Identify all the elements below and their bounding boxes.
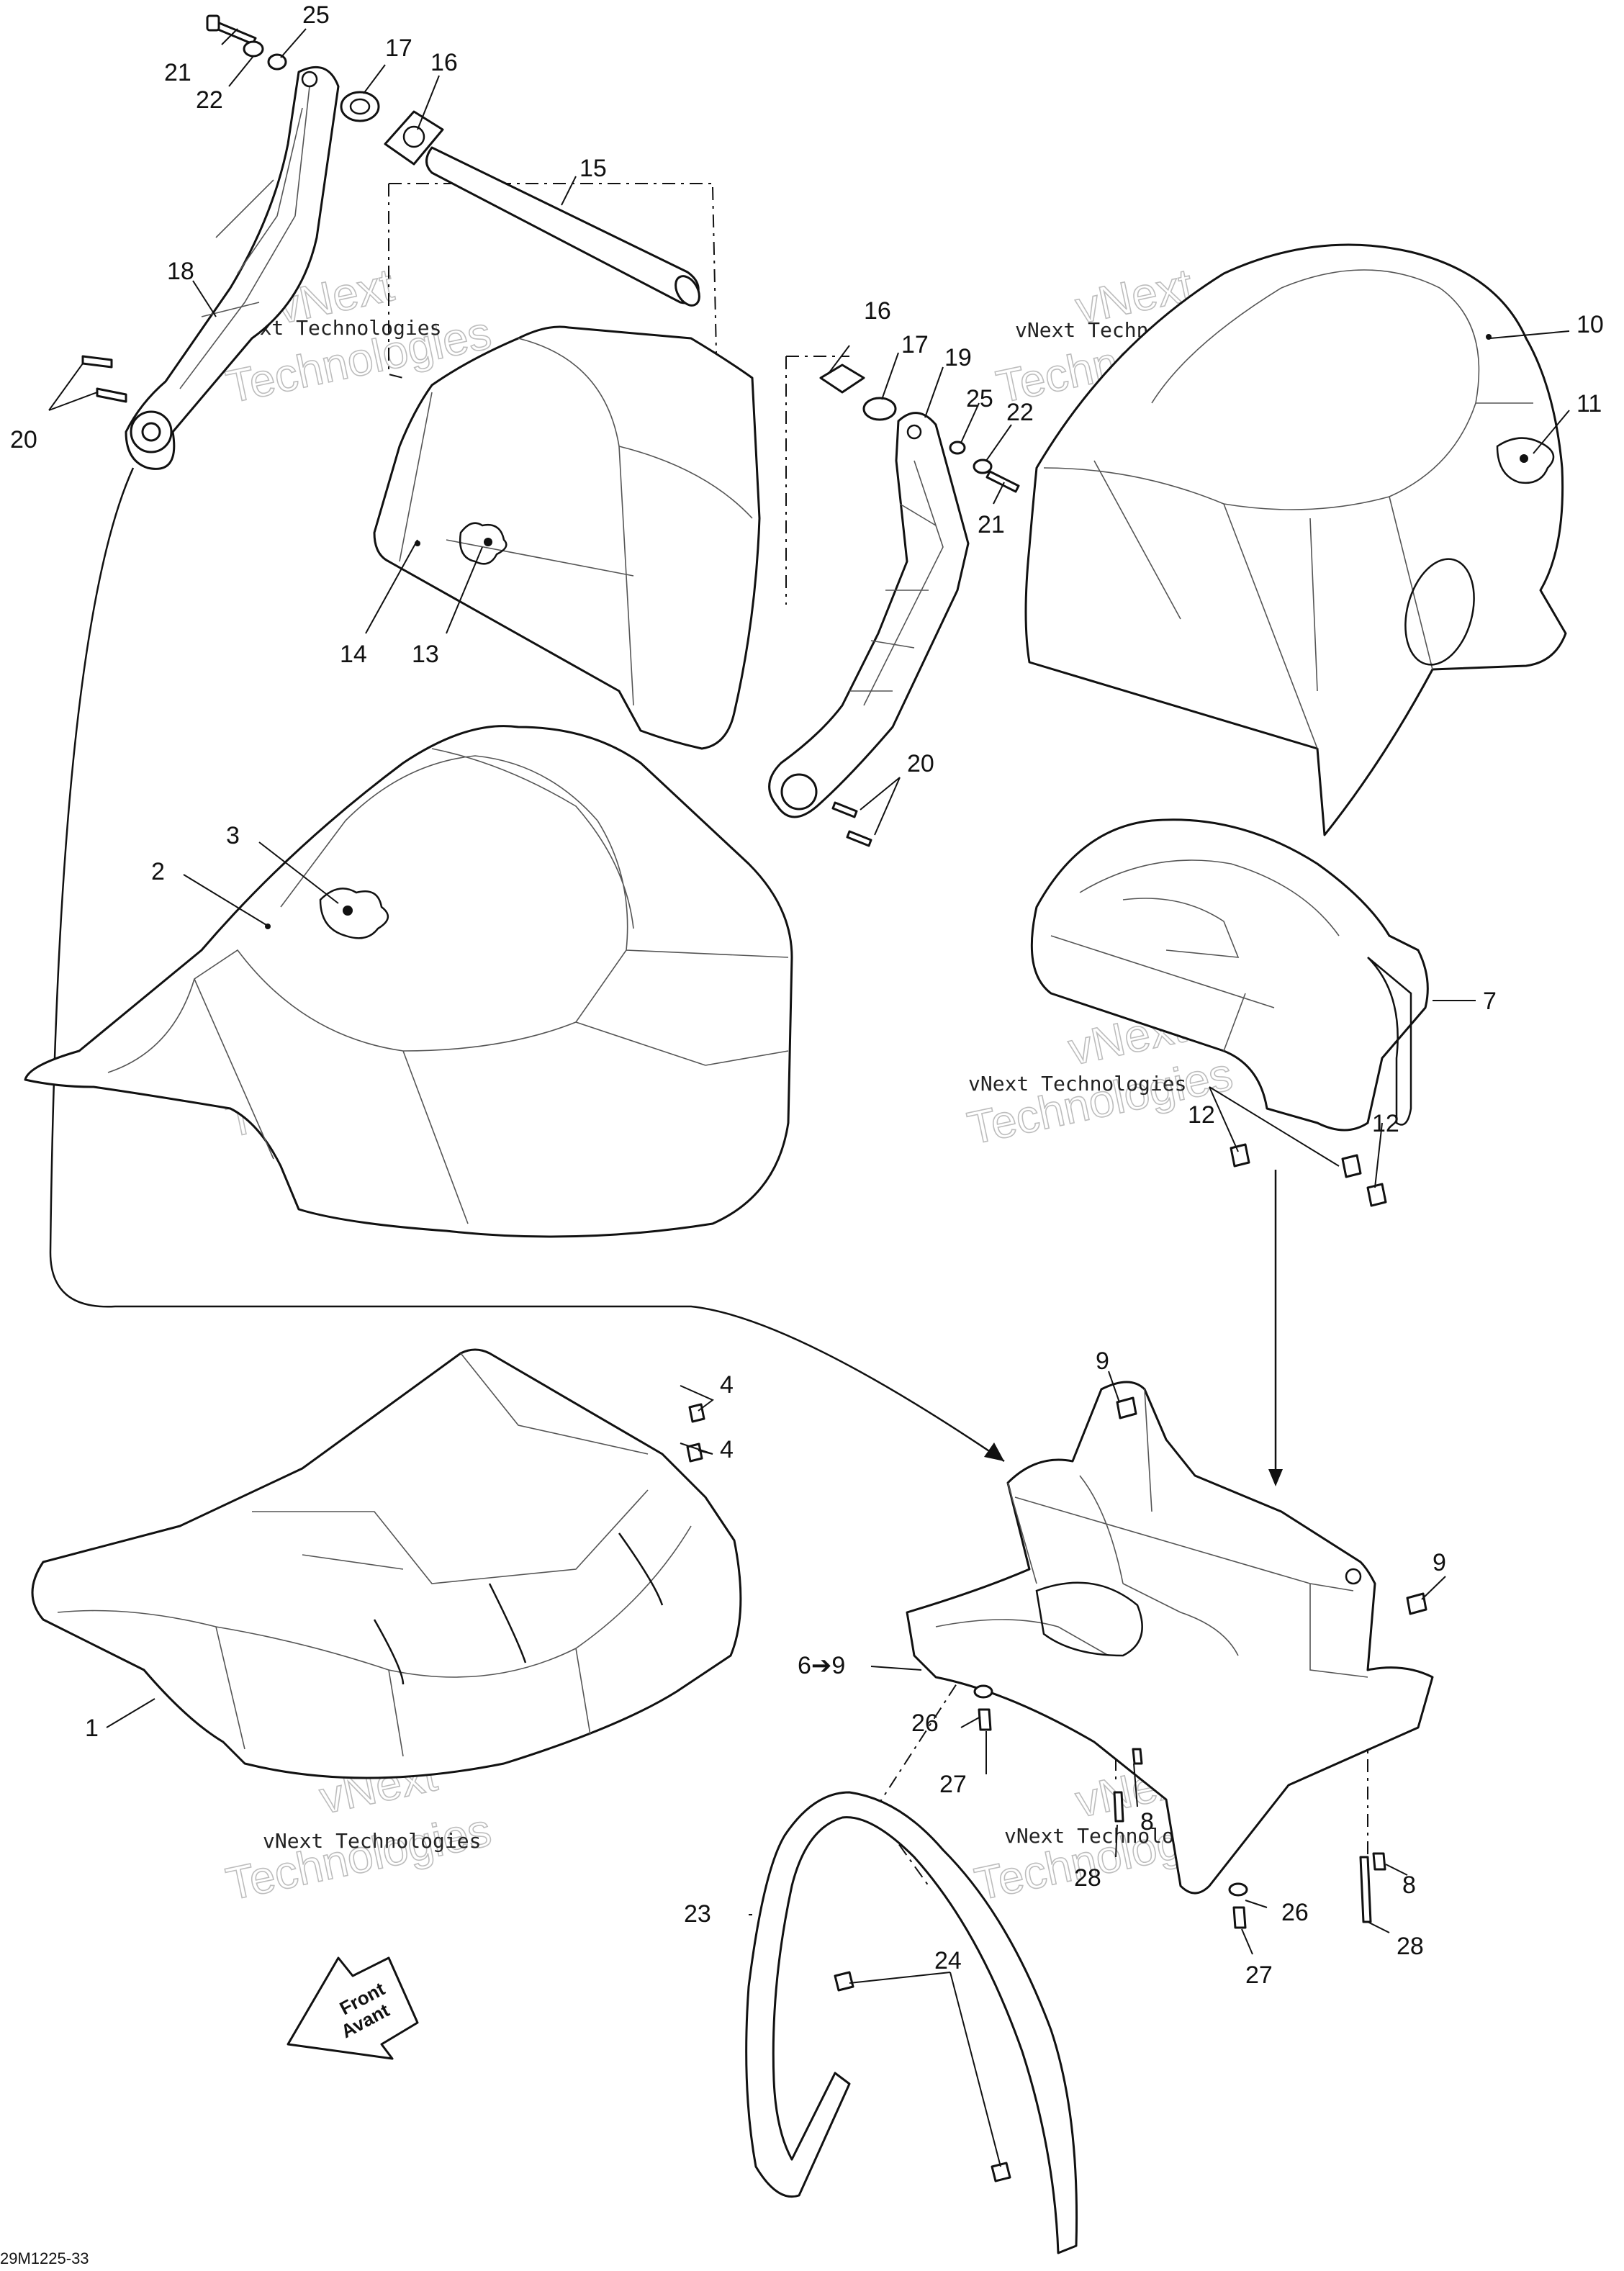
callout-4: 4: [720, 1436, 734, 1463]
seat-support-frame-6: [906, 1381, 1434, 1929]
screw-28: [1113, 1791, 1124, 1823]
screw-20: [96, 387, 127, 403]
washer-26: [1228, 1882, 1248, 1897]
shaft-15: [425, 146, 700, 307]
callout-16: 16: [864, 297, 891, 325]
left-arm-bracket-18: [125, 66, 340, 470]
callout-8: 8: [1402, 1872, 1416, 1899]
seat-cover-10: [1024, 243, 1567, 836]
callout-25: 25: [302, 1, 330, 29]
bolt-head: [206, 14, 220, 32]
front-direction-arrow: Front Avant: [287, 1956, 419, 2060]
screw-28: [1359, 1856, 1372, 1923]
callout-12: 12: [1372, 1110, 1399, 1137]
rivet-24: [834, 1971, 854, 1992]
fastener-4: [686, 1442, 703, 1463]
callout-6-9: 6➔9: [798, 1652, 845, 1679]
washer-22: [973, 459, 993, 474]
bolt-9: [1116, 1396, 1137, 1419]
screw-8: [1372, 1852, 1386, 1871]
callout-19: 19: [944, 344, 972, 371]
clip-12: [1230, 1143, 1250, 1168]
callout-11: 11: [1576, 390, 1602, 417]
callout-20: 20: [10, 426, 37, 453]
callout-20: 20: [907, 750, 934, 777]
screw-27: [1232, 1906, 1247, 1929]
guard-strap-23: [745, 1791, 1078, 2254]
spacer-25: [949, 441, 966, 455]
watermark-large: Technologies: [222, 1804, 495, 1910]
callout-26: 26: [911, 1710, 939, 1737]
bushing-17: [340, 91, 380, 122]
callout-22: 22: [196, 86, 223, 114]
diagram-code: 29M1225-33: [0, 2249, 89, 2267]
logo-badge-13: [459, 522, 508, 565]
washer-26: [973, 1684, 993, 1699]
callout-2: 2: [151, 858, 165, 885]
bolt-21: [985, 470, 1020, 493]
callout-17: 17: [385, 35, 412, 62]
callout-28: 28: [1074, 1864, 1101, 1892]
fasteners-top-left: [81, 14, 444, 403]
callout-18: 18: [167, 258, 194, 285]
callout-10: 10: [1576, 311, 1604, 338]
watermark-text: vNext Technologies: [968, 1072, 1186, 1096]
callout-28: 28: [1397, 1933, 1424, 1960]
callout-15: 15: [579, 155, 607, 182]
callout-24: 24: [934, 1947, 962, 1974]
callout-3: 3: [226, 822, 240, 849]
callout-17: 17: [901, 331, 929, 358]
fastener-4: [688, 1403, 705, 1423]
callout-12: 12: [1188, 1101, 1215, 1129]
plate-16: [384, 110, 444, 166]
callout-26: 26: [1281, 1899, 1309, 1926]
callout-1: 1: [85, 1715, 99, 1742]
guide-line: [785, 356, 849, 605]
callouts: 25 17 16 21 22 15 18 20 14 13 16 17 19 2…: [10, 1, 1604, 1989]
rear-support-7: [1030, 818, 1429, 1207]
screw-20: [846, 830, 872, 847]
leader-lines: [48, 28, 1570, 2167]
guide-curve: [49, 467, 1005, 1463]
screw-20: [81, 355, 113, 369]
watermark-text: vNext Technologies: [263, 1829, 481, 1853]
callout-27: 27: [939, 1771, 967, 1798]
base-panel-1: [31, 1348, 742, 1779]
callout-21: 21: [164, 59, 191, 86]
callout-9: 9: [1096, 1347, 1109, 1375]
callout-8: 8: [1140, 1808, 1154, 1836]
callout-9: 9: [1433, 1549, 1446, 1576]
bushing-17: [862, 397, 897, 421]
screw-20: [831, 801, 858, 818]
logo-badge-11: [1496, 437, 1555, 484]
callout-7: 7: [1483, 988, 1497, 1015]
backrest-14: [373, 325, 761, 750]
plate-16: [819, 364, 865, 394]
callout-21: 21: [978, 511, 1005, 538]
spacer-25: [267, 53, 287, 71]
arrowhead: [984, 1442, 1004, 1461]
clip-12: [1366, 1183, 1387, 1207]
screw-27: [978, 1708, 992, 1731]
fasteners-right-arm: [819, 364, 1020, 493]
screw-8: [1132, 1748, 1143, 1765]
callout-22: 22: [1006, 399, 1034, 426]
callout-25: 25: [966, 385, 993, 412]
bolt-9: [1406, 1592, 1427, 1615]
callout-4: 4: [720, 1371, 734, 1399]
logo-badge-3: [319, 888, 389, 939]
washer-22: [243, 40, 264, 58]
rivet-24: [991, 2162, 1011, 2182]
arrowhead: [1268, 1469, 1283, 1486]
callout-27: 27: [1245, 1961, 1273, 1989]
callout-16: 16: [430, 49, 458, 76]
guide-line: [388, 183, 717, 379]
seat-cushion-2: [24, 725, 793, 1238]
callout-23: 23: [684, 1900, 711, 1928]
callout-14: 14: [340, 641, 367, 668]
clip-12: [1341, 1154, 1362, 1178]
callout-13: 13: [412, 641, 439, 668]
right-arm-bracket-19: [768, 412, 970, 847]
